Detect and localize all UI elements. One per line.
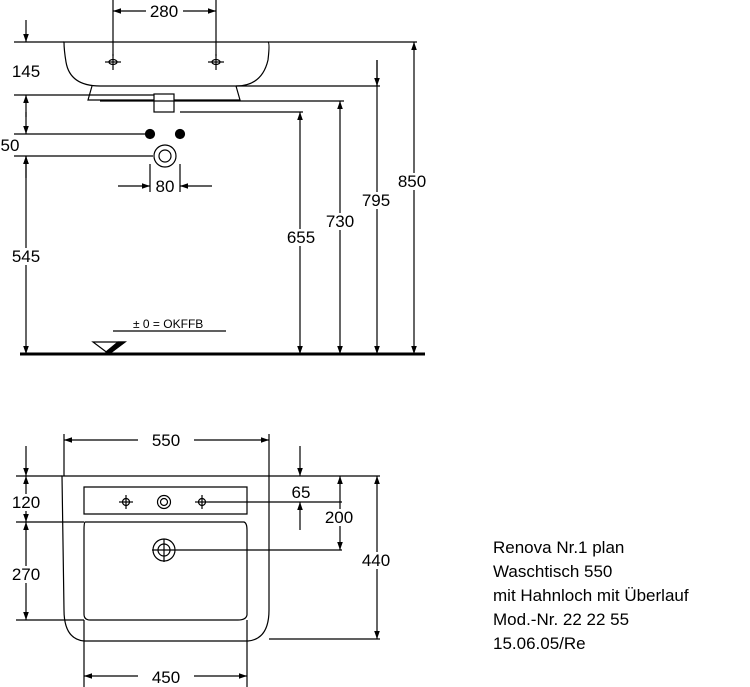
label-backing <box>10 63 42 80</box>
dim-waste-offset: 200 <box>325 508 353 527</box>
model-number: Mod.-Nr. 22 22 55 <box>493 610 630 629</box>
waste-pipe-inner <box>158 149 172 163</box>
label-backing <box>10 494 42 511</box>
drawing-date: 15.06.05/Re <box>493 634 586 653</box>
basin-side-outline <box>63 41 270 87</box>
label-backing <box>396 173 428 190</box>
dim-drain-spacing: 50 <box>1 136 20 155</box>
label-backing <box>0 137 21 154</box>
dim-850: 850 <box>398 172 426 191</box>
label-backing <box>360 552 392 569</box>
drain-stub <box>153 93 175 113</box>
dim-drain-width: 80 <box>156 177 175 196</box>
dim-overall-width: 550 <box>152 431 180 450</box>
dim-back-depth: 120 <box>12 493 40 512</box>
dim-bowl-depth: 270 <box>12 565 40 584</box>
dim-655: 655 <box>287 228 315 247</box>
dim-tap-spacing: 280 <box>150 2 178 21</box>
top-tap-holes <box>119 494 209 510</box>
label-backing <box>324 213 356 230</box>
product-features: mit Hahnloch mit Überlauf <box>493 586 689 605</box>
label-backing <box>154 178 176 195</box>
label-backing <box>10 566 42 583</box>
label-backing <box>10 248 42 265</box>
dim-drain-height: 545 <box>12 247 40 266</box>
product-info: Renova Nr.1 plan Waschtisch 550 mit Hahn… <box>493 536 750 656</box>
product-type: Waschtisch 550 <box>493 562 613 581</box>
product-name: Renova Nr.1 plan <box>493 538 625 557</box>
tap-deck <box>83 486 248 515</box>
top-view <box>16 434 380 687</box>
side-view-labels: 280 145 50 80 545 655 730 795 850 ± 0 = … <box>0 2 428 331</box>
dim-tap-offset: 65 <box>292 483 311 502</box>
side-view <box>14 0 425 356</box>
dim-inner-width: 450 <box>152 668 180 687</box>
inner-bowl <box>83 521 248 621</box>
label-backing <box>148 3 180 20</box>
dim-rim-height: 145 <box>12 62 40 81</box>
tap-hole-marks <box>105 54 224 70</box>
waste-pipe-outer <box>153 144 177 168</box>
floor-reference-label: ± 0 = OKFFB <box>133 317 203 331</box>
label-backing <box>290 484 312 501</box>
label-backing <box>150 432 182 449</box>
label-backing <box>360 192 392 209</box>
top-view-labels: 550 120 65 200 270 440 450 <box>10 431 392 687</box>
dim-795: 795 <box>362 191 390 210</box>
supply-hole-left <box>144 128 156 140</box>
basin-top-outline <box>61 475 270 642</box>
dim-overall-depth: 440 <box>362 551 390 570</box>
label-backing <box>323 509 355 526</box>
label-backing <box>150 669 182 686</box>
label-backing <box>285 229 317 246</box>
supply-hole-right <box>174 128 186 140</box>
dim-730: 730 <box>326 212 354 231</box>
